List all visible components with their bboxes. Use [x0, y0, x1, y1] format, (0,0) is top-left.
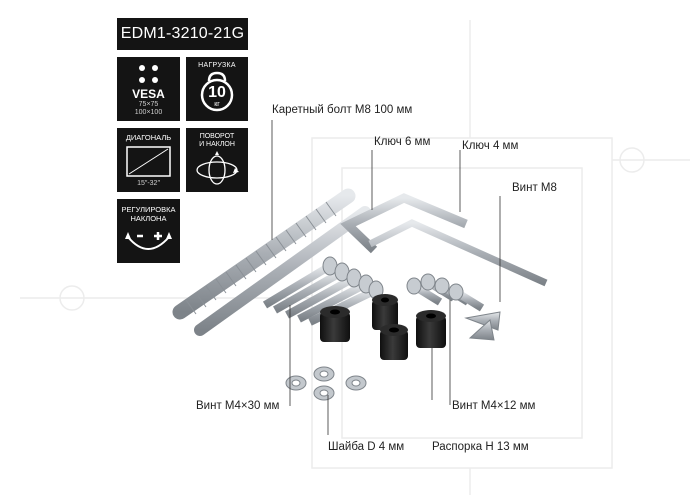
adjust-line2: НАКЛОНА: [130, 214, 167, 223]
screws-m4x12: [406, 273, 485, 312]
rotate-line2: И НАКЛОН: [199, 141, 235, 148]
load-title: НАГРУЗКА: [198, 62, 236, 69]
washers: [285, 366, 367, 401]
diagonal-title: ДИАГОНАЛЬ: [125, 133, 172, 142]
tilt-adjust-badge: РЕГУЛИРОВКА НАКЛОНА: [117, 199, 180, 263]
callout-carriage-bolt: Каретный болт M8 100 мм: [272, 104, 413, 116]
callout-screw-m4x30: Винт M4×30 мм: [196, 400, 280, 412]
threaded-rod: [194, 206, 371, 336]
vesa-title: VESA: [132, 87, 165, 101]
load-unit: кг: [214, 101, 220, 108]
callout-spacer: Распорка H 13 мм: [432, 441, 529, 453]
rotate-tilt-icon: [196, 151, 239, 185]
carriage-bolt: [172, 188, 356, 320]
load-value: 10: [208, 84, 226, 101]
vesa-badge: VESA 75×75 100×100: [117, 57, 180, 121]
screws-m4x30: [262, 256, 384, 326]
leader-lines: [271, 120, 501, 435]
tilt-adjust-icon: [125, 232, 172, 250]
callout-screw-m4x12: Винт M4×12 мм: [452, 400, 536, 412]
four-dots-icon: [139, 65, 158, 83]
rotate-line1: ПОВОРОТ: [199, 133, 235, 140]
callout-key-4mm: Ключ 4 мм: [462, 140, 519, 152]
kettlebell-icon: [200, 71, 234, 112]
screen-diagonal-icon: [126, 146, 171, 177]
callout-washer: Шайба D 4 мм: [328, 441, 405, 453]
callout-screw-m8: Винт M8: [512, 182, 557, 194]
vesa-size-small: 75×75: [138, 101, 159, 108]
load-badge: НАГРУЗКА 10 кг: [186, 57, 248, 121]
wing-screws-m8: [464, 311, 501, 341]
hex-key-6mm: [340, 193, 468, 254]
callout-key-6mm: Ключ 6 мм: [374, 136, 431, 148]
vesa-size-large: 100×100: [134, 109, 163, 116]
adjust-line1: РЕГУЛИРОВКА: [121, 205, 176, 214]
hex-key-4mm: [368, 219, 548, 287]
diagonal-badge: ДИАГОНАЛЬ 15″-32″: [117, 128, 180, 192]
diagonal-range: 15″-32″: [137, 180, 160, 187]
model-badge: EDM1-3210-21G: [117, 18, 248, 50]
spacers: [320, 294, 446, 360]
rotate-tilt-badge: ПОВОРОТ И НАКЛОН: [186, 128, 248, 192]
